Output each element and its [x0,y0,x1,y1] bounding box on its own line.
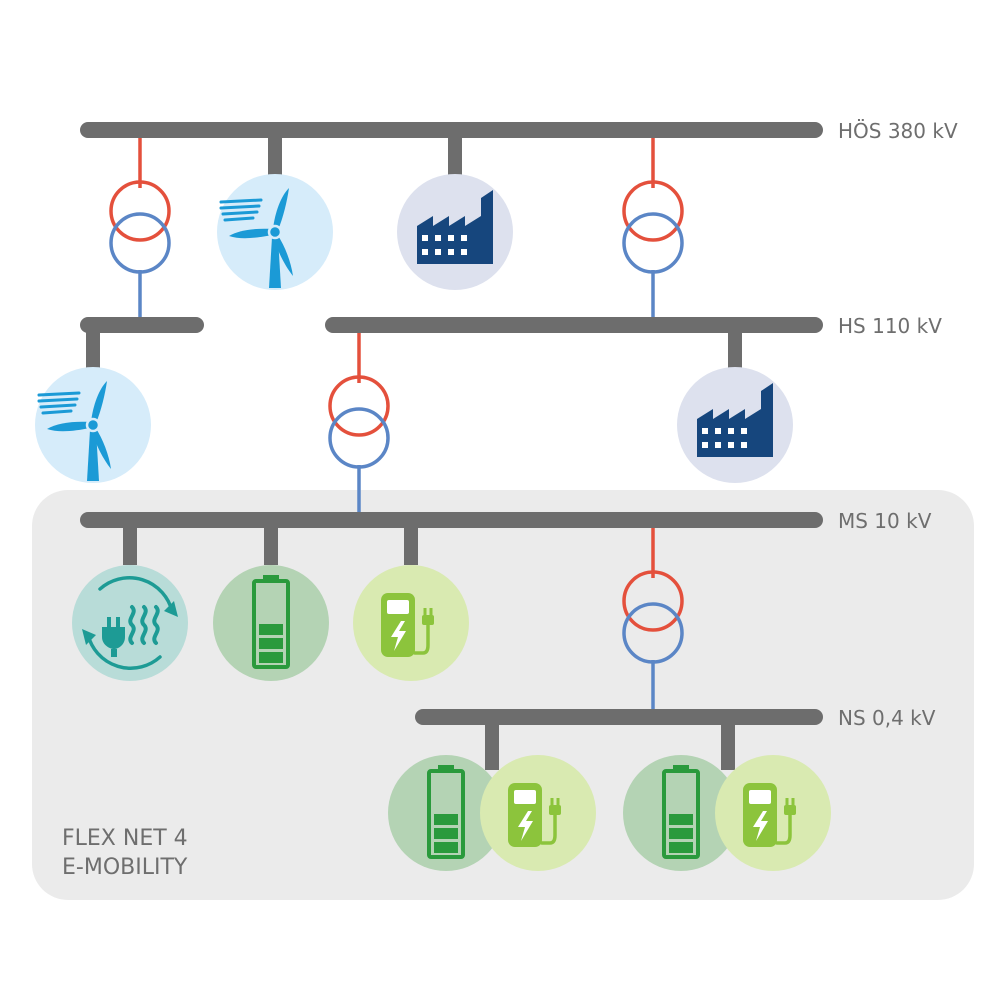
battery-storage-icon [623,755,739,871]
ev-charging-station-icon [353,565,469,681]
zone-label-line2: E-MOBILITY [62,855,188,880]
wind-turbine-icon [217,174,333,290]
ev-charging-station-icon [480,755,596,871]
factory-icon [677,367,793,483]
power-to-heat-icon [72,565,188,681]
voltage-label-hs: HS 110 kV [838,314,942,338]
battery-storage-icon [388,755,504,871]
connection-lines [138,130,655,712]
voltage-label-hoes: HÖS 380 kV [838,119,958,143]
battery-storage-icon [213,565,329,681]
zone-label-line1: FLEX NET 4 [62,826,188,851]
transformer-icon [109,180,171,274]
factory-icon [397,174,513,290]
busbars [80,122,823,770]
transformer-icon [328,375,390,469]
voltage-label-ns: NS 0,4 kV [838,706,936,730]
wind-turbine-icon [35,367,151,483]
voltage-label-ms: MS 10 kV [838,509,932,533]
transformer-icon [622,180,684,274]
ev-charging-station-icon [715,755,831,871]
